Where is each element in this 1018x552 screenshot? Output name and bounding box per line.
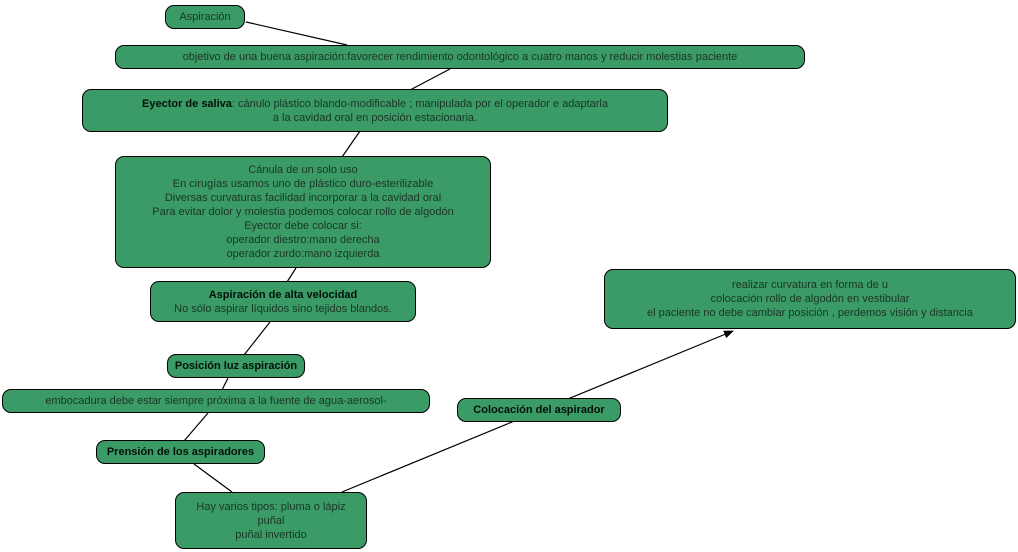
node-aspiracion-label: Aspiración [179,11,231,23]
connector-embocadura-prension [183,412,209,442]
node-alta-velocidad-line2: No sólo aspirar líquidos sino tejidos bl… [174,302,392,315]
node-eyector-line2: a la cavidad oral en posición estacionar… [272,111,478,124]
node-realizar-line2: colocación rollo de algodón en vestibula… [710,293,910,305]
node-realizar-line1: realizar curvatura en forma de u [732,279,888,291]
node-embocadura[interactable]: embocadura debe estar siempre próxima a … [2,389,430,413]
connector-posicion-embocadura [221,377,229,391]
node-canula-line4: Para evitar dolor y molestia podemos col… [152,206,454,218]
node-canula-line7: operador zurdo:mano izquierda [226,248,380,260]
connector-prension-tipos [193,463,233,493]
node-eyector-line1: Eyector de saliva: cánulo plástico bland… [142,97,608,111]
node-colocacion-label: Colocación del aspirador [473,404,605,416]
connector-eyector-canula [341,130,361,158]
connector-objetivo-eyector [409,68,451,91]
node-colocacion-aspirador[interactable]: Colocación del aspirador [457,398,621,422]
node-tipos-line2: puñal [257,514,285,527]
node-realizar-curvatura[interactable]: realizar curvatura en forma de u colocac… [604,269,1016,329]
node-canula-line2: En cirugías usamos uno de plástico duro-… [172,178,434,190]
node-embocadura-label: embocadura debe estar siempre próxima a … [45,395,387,407]
node-tipos-line3: puñal invertido [235,528,307,541]
node-tipos-aspiradores[interactable]: Hay varios tipos: pluma o lápiz puñal pu… [175,492,367,549]
node-posicion-luz-label: Posición luz aspiración [174,360,298,372]
node-canula-line6: operador diestro:mano derecha [226,234,380,246]
node-canula[interactable]: Cánula de un solo uso En cirugías usamos… [115,156,491,268]
connector-canula-alta [286,267,297,283]
node-prension-aspiradores[interactable]: Prensión de los aspiradores [96,440,265,464]
node-objetivo-label: objetivo de una buena aspiración:favorec… [182,51,738,63]
node-eyector-de-saliva[interactable]: Eyector de saliva: cánulo plástico bland… [82,89,668,132]
node-canula-line3: Diversas curvaturas facilidad incorporar… [164,192,442,204]
connector-aspiracion-objetivo [245,21,348,46]
node-realizar-line3: el paciente no debe cambiar posición , p… [647,307,973,319]
node-tipos-line1: Hay varios tipos: pluma o lápiz [196,500,346,513]
node-posicion-luz-aspiracion[interactable]: Posición luz aspiración [167,354,305,378]
node-aspiracion-alta-velocidad[interactable]: Aspiración de alta velocidad No sólo asp… [150,281,416,322]
node-alta-velocidad-title: Aspiración de alta velocidad [208,288,358,301]
node-aspiracion[interactable]: Aspiración [165,5,245,29]
node-eyector-bold-label: Eyector de saliva [142,97,232,110]
node-objetivo[interactable]: objetivo de una buena aspiración:favorec… [115,45,805,69]
node-prension-label: Prensión de los aspiradores [106,446,255,458]
node-eyector-line1-rest: : cánulo plástico blando-modificable ; m… [231,97,608,110]
node-canula-line1: Cánula de un solo uso [248,164,358,176]
node-canula-line5: Eyector debe colocar si: [244,220,362,232]
connector-alta-posicion [243,321,271,356]
